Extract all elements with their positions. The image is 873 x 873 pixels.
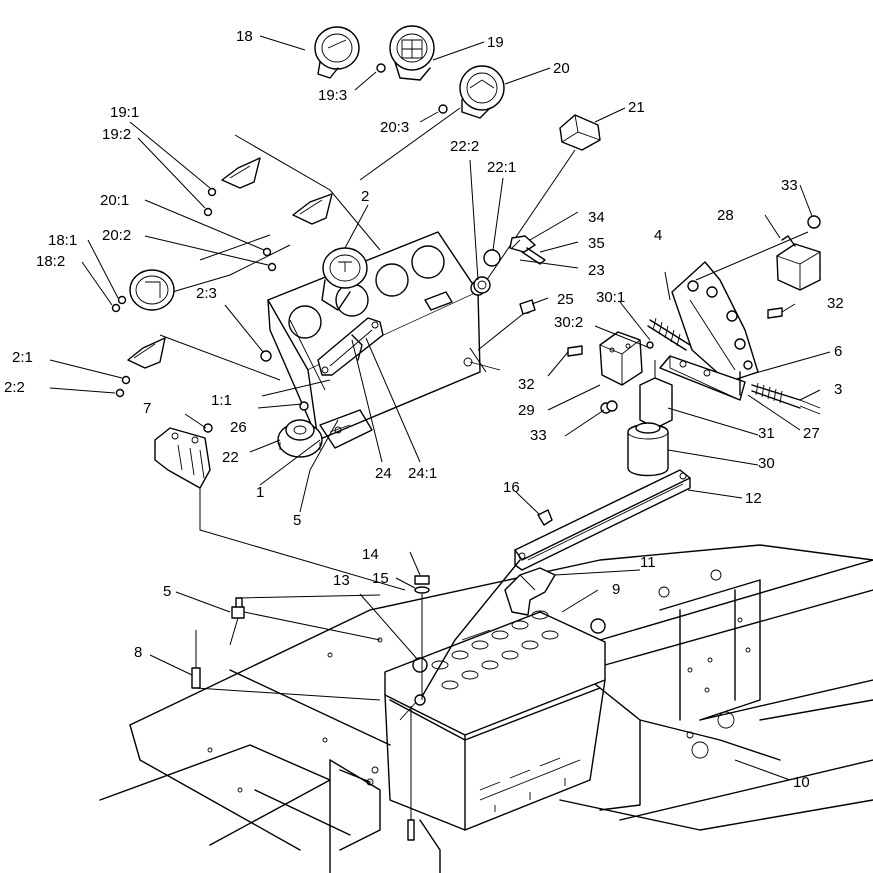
gauge-18 <box>314 26 360 79</box>
label-8: 8 <box>134 644 142 661</box>
callout-labels: 18 19 20 19:3 20:3 21 19:1 19:2 22:2 22:… <box>4 28 844 791</box>
label-20-1: 20:1 <box>100 192 129 209</box>
key-switch <box>277 419 323 458</box>
label-2-1: 2:1 <box>12 349 33 366</box>
label-20: 20 <box>553 60 570 77</box>
label-27: 27 <box>803 425 820 442</box>
label-26: 26 <box>230 419 247 436</box>
hold-down-rod <box>399 509 553 841</box>
label-12: 12 <box>745 490 762 507</box>
label-22: 22 <box>222 449 239 466</box>
loose-bolts <box>191 594 381 701</box>
relay-mounting-plate <box>659 231 809 401</box>
gauge-19 <box>389 25 435 81</box>
label-20-2: 20:2 <box>102 227 131 244</box>
label-15: 15 <box>372 570 389 587</box>
label-30: 30 <box>758 455 775 472</box>
label-9: 9 <box>612 581 620 598</box>
label-18-1: 18:1 <box>48 232 77 249</box>
label-33-mid: 33 <box>530 427 547 444</box>
switch-bracket <box>317 317 384 376</box>
label-29: 29 <box>518 402 535 419</box>
label-2: 2 <box>361 188 369 205</box>
label-1-1: 1:1 <box>211 392 232 409</box>
harness-springs <box>647 317 821 415</box>
label-22-1: 22:1 <box>487 159 516 176</box>
label-19-2: 19:2 <box>102 126 131 143</box>
label-19: 19 <box>487 34 504 51</box>
battery <box>384 610 606 831</box>
label-33-top: 33 <box>781 177 798 194</box>
label-16: 16 <box>503 479 520 496</box>
fuse-holder <box>627 360 673 477</box>
ignition-key <box>473 235 546 294</box>
label-1: 1 <box>256 484 264 501</box>
label-18: 18 <box>236 28 253 45</box>
gauge-20 <box>359 65 505 181</box>
control-panel-housing <box>267 231 501 449</box>
washers <box>606 400 618 412</box>
label-20-3: 20:3 <box>380 119 409 136</box>
label-13: 13 <box>333 572 350 589</box>
label-32-left: 32 <box>518 376 535 393</box>
label-35: 35 <box>588 235 605 252</box>
cable-bracket <box>154 427 406 591</box>
label-24: 24 <box>375 465 392 482</box>
bolt-25 <box>477 299 536 351</box>
label-19-1: 19:1 <box>110 104 139 121</box>
label-5-top: 5 <box>293 512 301 529</box>
small-nuts <box>111 63 532 433</box>
label-19-3: 19:3 <box>318 87 347 104</box>
label-2-2: 2:2 <box>4 379 25 396</box>
label-3: 3 <box>834 381 842 398</box>
label-31: 31 <box>758 425 775 442</box>
screw-26 <box>299 401 309 411</box>
terminal-cover <box>504 567 556 616</box>
label-23: 23 <box>588 262 605 279</box>
label-30-1: 30:1 <box>596 289 625 306</box>
relay-28 <box>776 215 821 291</box>
label-7: 7 <box>143 400 151 417</box>
leader-lines <box>49 35 831 781</box>
label-32-right: 32 <box>827 295 844 312</box>
gauge-bezel-18 <box>129 269 175 311</box>
label-24-1: 24:1 <box>408 465 437 482</box>
label-25: 25 <box>557 291 574 308</box>
label-34: 34 <box>588 209 605 226</box>
label-28: 28 <box>717 207 734 224</box>
label-10: 10 <box>793 774 810 791</box>
chassis-frame <box>99 544 873 873</box>
label-30-2: 30:2 <box>554 314 583 331</box>
label-5-bottom: 5 <box>163 583 171 600</box>
label-21: 21 <box>628 99 645 116</box>
module-21 <box>479 114 601 291</box>
label-6: 6 <box>834 343 842 360</box>
label-22-2: 22:2 <box>450 138 479 155</box>
label-11: 11 <box>640 554 656 571</box>
label-18-2: 18:2 <box>36 253 65 270</box>
label-4: 4 <box>654 227 662 244</box>
label-2-3: 2:3 <box>196 285 217 302</box>
battery-hold-down-bar <box>514 469 691 571</box>
label-14: 14 <box>362 546 379 563</box>
